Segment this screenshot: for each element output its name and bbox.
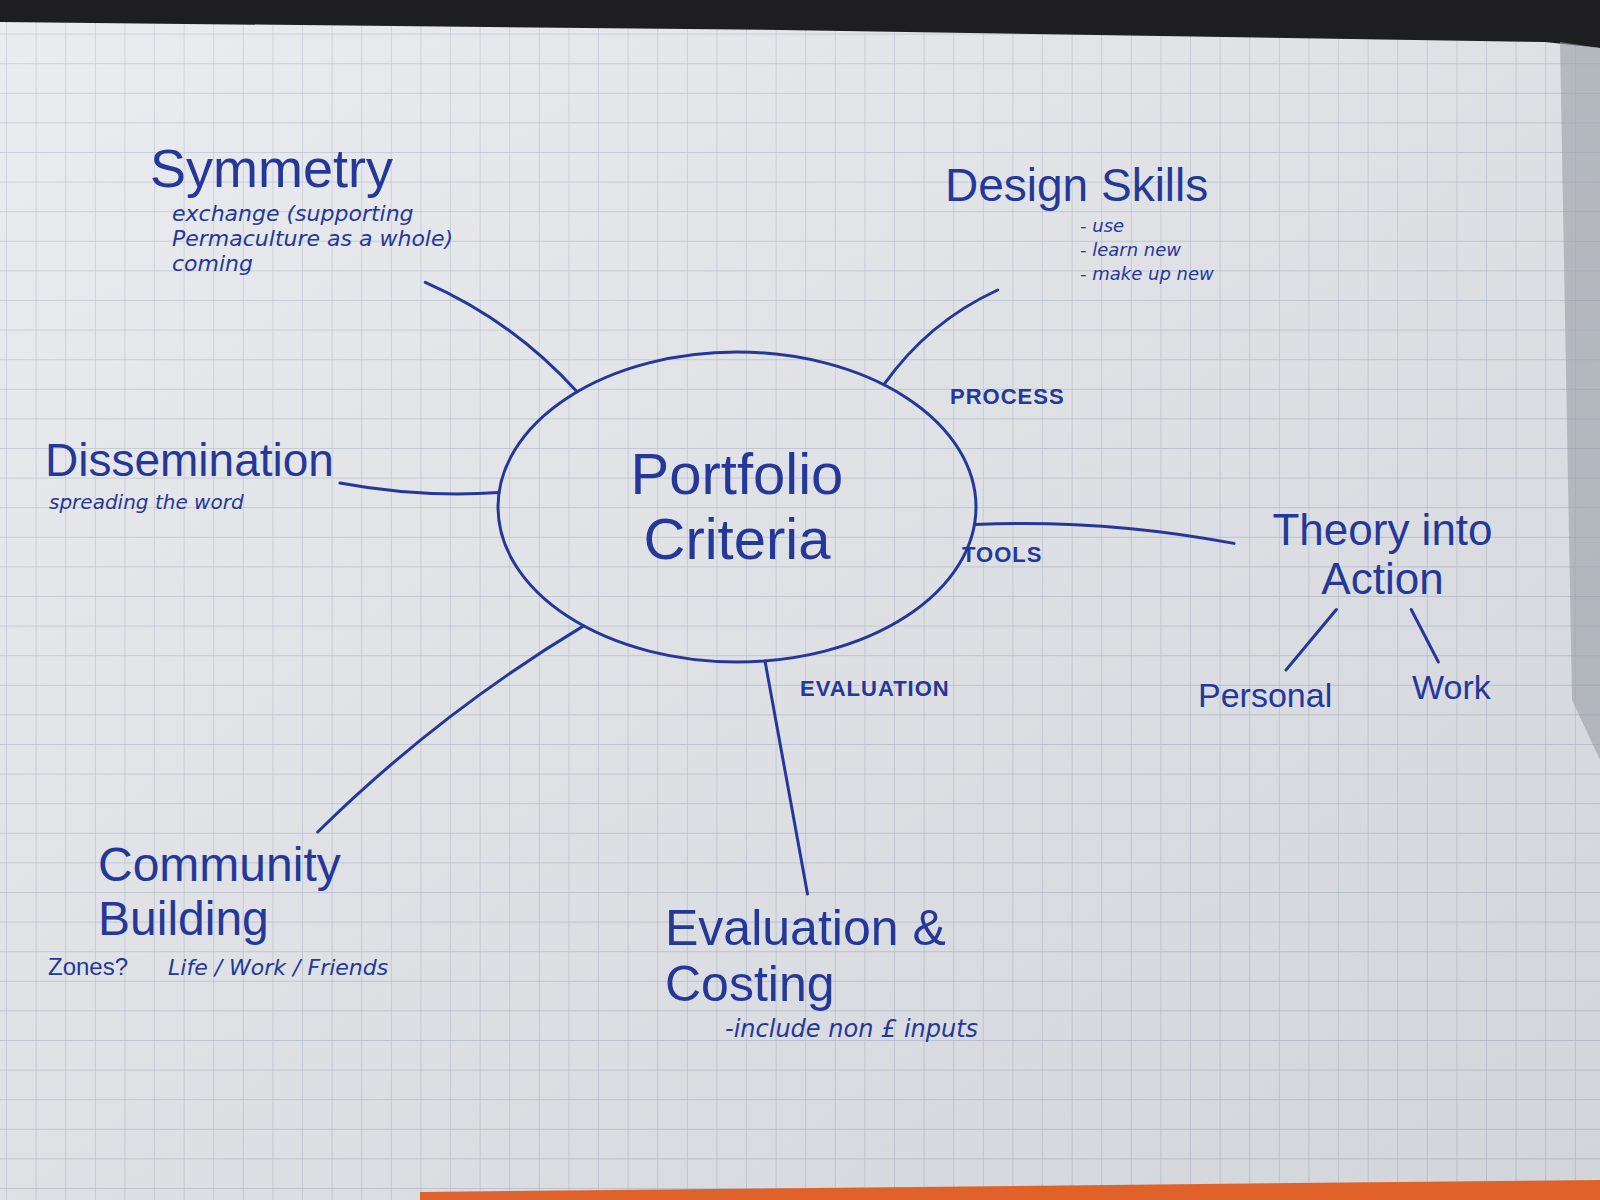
branch-line [1286,610,1336,671]
note-text: Zones? [48,954,128,981]
branch-label: TOOLS [962,542,1042,568]
sub-topic: Work [1412,668,1491,706]
central-ellipse: Portfolio Criteria [495,349,979,665]
note-text: spreading the word [49,491,334,513]
branch-line [340,483,499,494]
note-text: Life / Work / Friends [168,956,388,981]
branch-line [318,626,584,832]
note-text: - use [1080,216,1214,236]
sub-topic: Personal [1198,676,1332,714]
branch-topic: Theory into Action [1240,505,1525,604]
branch-topic: Community BuildingZones? Life / Work / Fr… [48,838,388,980]
topic-text: Design Skills [945,160,1214,212]
branch-label: EVALUATION [800,676,950,702]
branch-topic: Symmetryexchange (supporting Permacultur… [150,138,492,276]
topic-text: Evaluation & Costing [665,900,965,1012]
topic-text: Personal [1198,676,1332,714]
topic-text: Community Building [98,838,368,946]
text-row: Zones? Life / Work / Friends [48,954,388,981]
note-text: - make up new [1080,264,1214,284]
branch-line [884,290,998,385]
note-text: -include non £ inputs [725,1016,978,1043]
branch-topic: Evaluation & Costing -include non £ input… [665,900,978,1043]
ellipse-shape [498,352,976,662]
topic-text: Theory into Action [1240,505,1525,604]
branch-topic: Dissemination spreading the word [45,435,334,513]
branch-line [425,282,577,392]
topic-text: Portfolio Criteria [577,442,897,572]
topic-text: Symmetry [150,138,492,198]
topic-text: Work [1412,668,1491,706]
topic-text: Dissemination [45,435,334,487]
branch-line [1411,610,1438,663]
branch-line [975,523,1235,543]
branch-label: PROCESS [950,384,1065,410]
note-text: exchange (supporting Permaculture as a w… [172,202,492,276]
branch-topic: Design Skills - use - learn new - make up n… [945,160,1214,284]
note-text: - learn new [1080,240,1214,260]
ellipse-text-holder: Portfolio Criteria [577,442,897,572]
